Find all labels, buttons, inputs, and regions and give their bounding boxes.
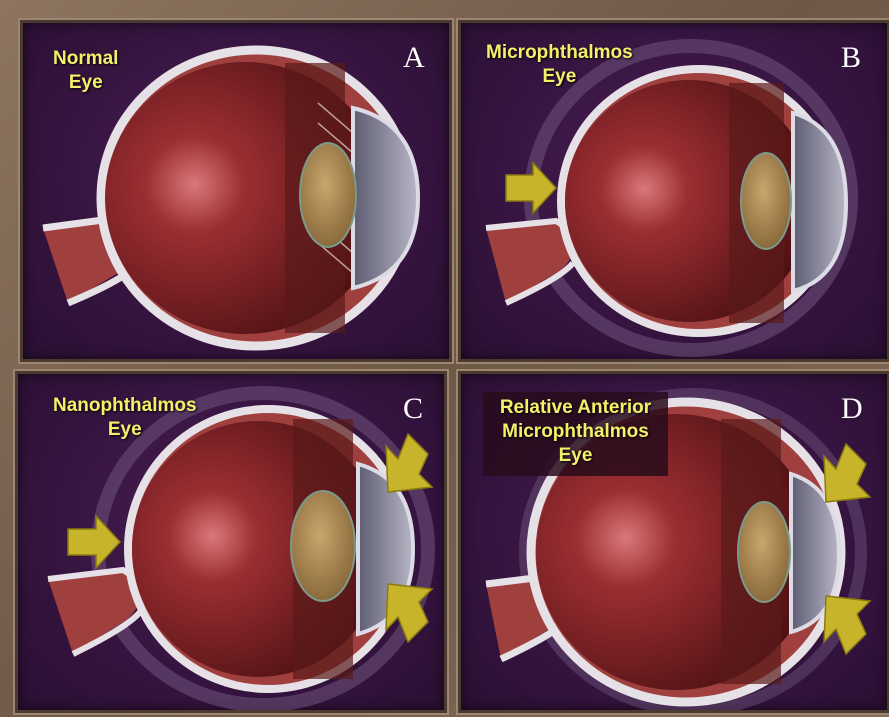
panel-label: Normal Eye <box>53 47 118 95</box>
label-line: Eye <box>53 418 197 442</box>
panel-b: Microphthalmos Eye B <box>458 20 889 362</box>
lens <box>741 153 791 249</box>
panel-label: Relative Anterior Microphthalmos Eye <box>483 396 668 468</box>
panel-d: Relative Anterior Microphthalmos Eye D <box>458 371 889 713</box>
label-line: Normal <box>53 47 118 71</box>
panel-label: Nanophthalmos Eye <box>53 394 197 442</box>
label-line: Eye <box>486 65 633 89</box>
label-line: Microphthalmos <box>486 41 633 65</box>
up-left-arrow-icon <box>386 584 432 642</box>
lens <box>300 143 356 247</box>
label-line: Eye <box>53 71 118 95</box>
panel-letter: D <box>841 392 863 426</box>
panel-a: Normal Eye A <box>20 20 452 362</box>
lens <box>291 491 355 601</box>
cornea <box>353 108 418 288</box>
panel-letter: B <box>841 41 861 75</box>
panel-letter: C <box>403 392 423 426</box>
panel-label: Microphthalmos Eye <box>486 41 633 89</box>
label-line: Relative Anterior <box>483 396 668 420</box>
label-line: Eye <box>483 444 668 468</box>
panel-c: Nanophthalmos Eye C <box>15 371 447 713</box>
panel-letter: A <box>403 41 425 75</box>
lens <box>738 502 790 602</box>
label-line: Microphthalmos <box>483 420 668 444</box>
label-line: Nanophthalmos <box>53 394 197 418</box>
